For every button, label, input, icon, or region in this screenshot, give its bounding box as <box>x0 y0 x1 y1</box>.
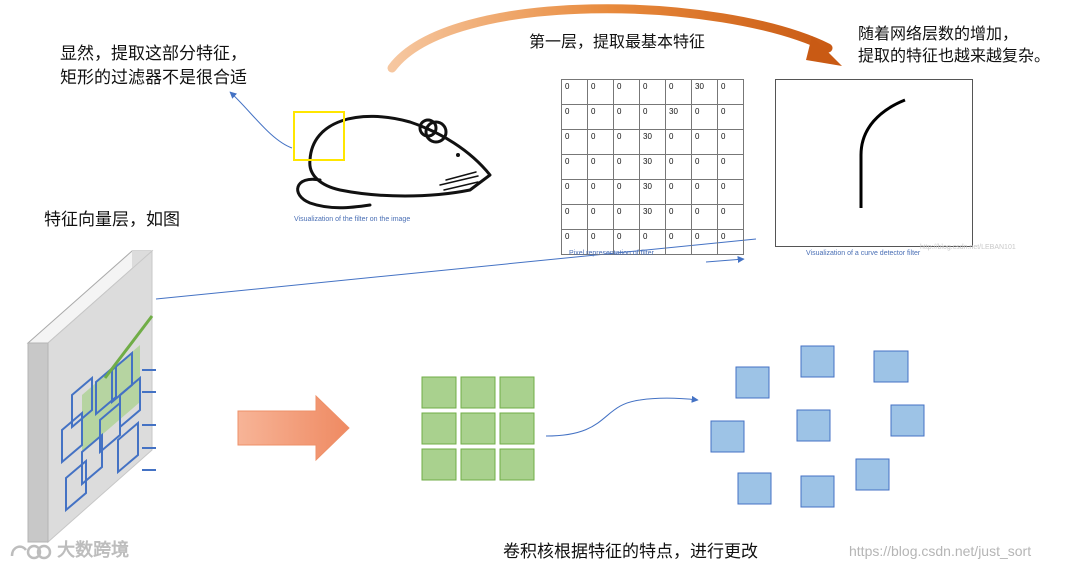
filter-cell: 0 <box>665 79 692 105</box>
curve-visualization-box <box>775 79 973 247</box>
url-watermark: https://blog.csdn.net/just_sort <box>849 543 1032 559</box>
filter-cell: 0 <box>561 154 588 180</box>
logo-text: 大数跨境 <box>57 540 130 561</box>
filter-cell: 0 <box>561 204 588 230</box>
filter-cell: 0 <box>717 79 744 105</box>
filter-cell: 0 <box>561 179 588 205</box>
scattered-kernel-squares <box>710 345 925 508</box>
filter-cell: 0 <box>665 154 692 180</box>
curve-caption: Visualization of a curve detector filter <box>806 250 921 257</box>
filter-cell: 0 <box>613 204 640 230</box>
mouse-note-connector <box>229 91 293 149</box>
filter-cell: 0 <box>691 129 718 155</box>
filter-cell: 0 <box>717 204 744 230</box>
mouse-eye <box>456 153 460 157</box>
filter-cell: 0 <box>717 154 744 180</box>
filter-cell: 0 <box>717 179 744 205</box>
feature-layer-slab <box>26 249 156 544</box>
transform-arrow <box>237 394 350 462</box>
filter-cell: 0 <box>561 79 588 105</box>
filter-cell: 0 <box>613 129 640 155</box>
filter-cell: 0 <box>613 229 640 255</box>
deeper-note-line2: 提取的特征也越来越复杂。 <box>858 46 1051 65</box>
filter-cell: 0 <box>639 229 666 255</box>
filter-cell: 30 <box>639 179 666 205</box>
filter-caption-arrow <box>705 256 745 263</box>
filter-cell: 0 <box>587 204 614 230</box>
feature-layer-label: 特征向量层，如图 <box>44 210 180 230</box>
curve-stroke <box>859 98 906 208</box>
top-curved-arrow <box>387 4 842 73</box>
mouse-note-line1: 显然，提取这部分特征， <box>60 44 247 64</box>
filter-cell: 0 <box>561 229 588 255</box>
filter-cell: 0 <box>613 104 640 130</box>
filter-cell: 0 <box>665 204 692 230</box>
kernel-grid <box>421 376 535 481</box>
grid-to-squares-connector <box>545 395 699 437</box>
filter-cell: 0 <box>691 204 718 230</box>
filter-cell: 0 <box>639 104 666 130</box>
logo-icon <box>10 544 52 559</box>
filter-cell: 0 <box>665 129 692 155</box>
filter-cell: 30 <box>639 204 666 230</box>
filter-cell: 0 <box>665 179 692 205</box>
filter-cell: 0 <box>561 129 588 155</box>
filter-cell: 30 <box>639 129 666 155</box>
filter-cell: 0 <box>639 79 666 105</box>
filter-cell: 0 <box>587 154 614 180</box>
filter-cell: 30 <box>665 104 692 130</box>
filter-cell: 0 <box>587 104 614 130</box>
first-layer-label: 第一层，提取最基本特征 <box>529 32 706 51</box>
faint-watermark: http://blog.csdn.net/LEBAN101 <box>920 244 1016 251</box>
filter-cell: 0 <box>665 229 692 255</box>
filter-cell: 0 <box>587 79 614 105</box>
filter-cell: 0 <box>717 229 744 255</box>
filter-cell: 0 <box>587 229 614 255</box>
filter-cell: 0 <box>717 129 744 155</box>
filter-cell: 0 <box>613 179 640 205</box>
filter-cell: 30 <box>691 79 718 105</box>
filter-cell: 0 <box>691 154 718 180</box>
brand-watermark: 大数跨境 <box>8 536 129 564</box>
filter-cell: 0 <box>691 104 718 130</box>
filter-cell: 0 <box>587 179 614 205</box>
filter-cell: 0 <box>691 179 718 205</box>
filter-cell: 30 <box>639 154 666 180</box>
filter-cell: 0 <box>613 154 640 180</box>
filter-highlight-box <box>293 111 345 161</box>
deeper-note-line1: 随着网络层数的增加， <box>858 24 1019 43</box>
filter-cell: 0 <box>613 79 640 105</box>
filter-cell: 0 <box>717 104 744 130</box>
filter-cell: 0 <box>691 229 718 255</box>
filter-cell: 0 <box>561 104 588 130</box>
pixel-caption: Pixel representation of filter <box>569 250 654 257</box>
conv-note: 卷积核根据特征的特点，进行更改 <box>503 542 758 562</box>
mouse-caption: Visualization of the filter on the image <box>294 216 411 223</box>
filter-cell: 0 <box>587 129 614 155</box>
mouse-drawing <box>296 114 492 210</box>
mouse-note-line2: 矩形的过滤器不是很合适 <box>60 68 247 88</box>
